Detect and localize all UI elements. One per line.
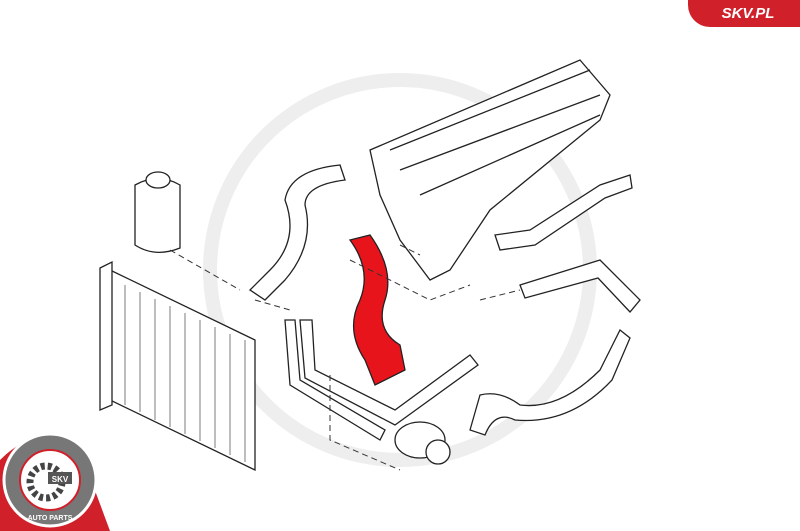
upper-hose xyxy=(248,164,346,301)
lower-hose xyxy=(284,319,386,441)
lower-hose-2 xyxy=(299,319,479,426)
engine-cylinder-head xyxy=(369,59,611,281)
highlighted-coolant-hose xyxy=(348,234,406,386)
vent-hose xyxy=(494,174,633,251)
water-pump xyxy=(394,421,451,465)
brand-badge: SKV.PL xyxy=(688,0,800,27)
logo-bottom-text: AUTO PARTS xyxy=(28,515,73,522)
expansion-tank xyxy=(134,171,181,253)
radiator xyxy=(99,260,256,472)
logo-center-text: SKV xyxy=(52,475,69,484)
skv-logo: SKV AUTO PARTS xyxy=(0,432,110,531)
bypass-hose xyxy=(519,259,641,313)
heater-hose xyxy=(469,328,631,436)
